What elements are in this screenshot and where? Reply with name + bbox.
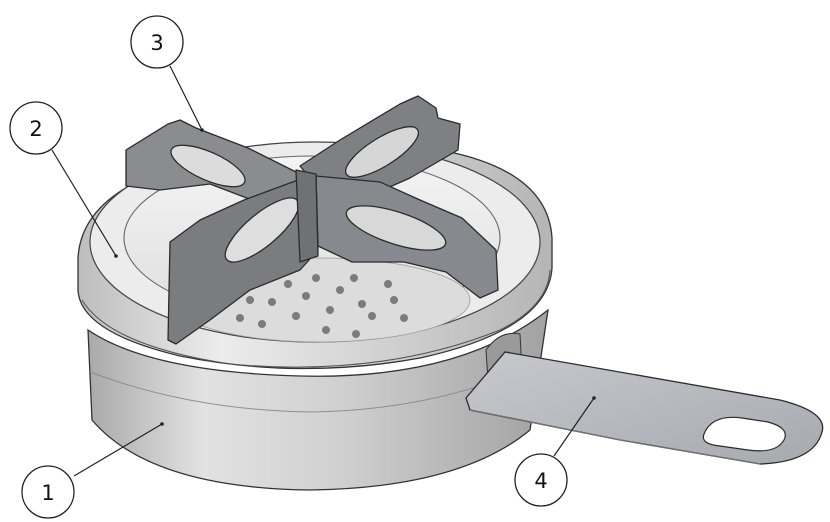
leader-lines [51,65,595,477]
callout-3-label: 3 [150,31,163,55]
callout-1: 1 [21,465,75,519]
callout-4: 4 [514,453,568,507]
leader-endpoints [114,128,596,426]
callout-4-label: 4 [534,469,547,493]
burner-holes [236,274,408,338]
pan-support-grate [125,95,499,345]
handle [465,351,824,465]
callout-2: 2 [9,101,63,155]
callout-3: 3 [130,15,184,69]
callout-1-label: 1 [41,481,54,505]
callout-2-label: 2 [29,117,42,141]
